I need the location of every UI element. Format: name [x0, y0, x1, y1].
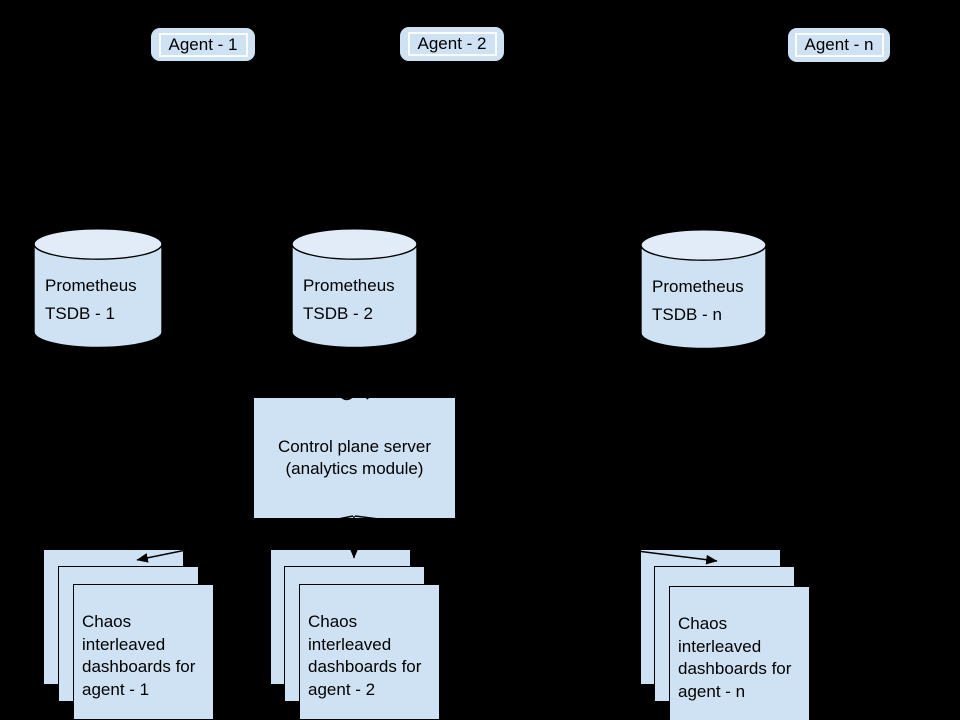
- agent-2-box: Agent - 2: [400, 27, 504, 61]
- tsdb-2-line1: Prometheus: [303, 276, 395, 295]
- tsdb-n-label: Prometheus TSDB - n: [652, 273, 744, 329]
- prometheus-tsdb-1-cylinder: Prometheus TSDB - 1: [33, 228, 163, 349]
- control-plane-line1: Control plane server: [277, 437, 432, 456]
- tsdb-2-label: Prometheus TSDB - 2: [303, 272, 395, 328]
- tsdb-2-line2: TSDB - 2: [303, 304, 373, 323]
- cylinder-shape: [640, 229, 767, 350]
- dashboard-n-label: Chaos interleaved dashboards for agent -…: [678, 614, 792, 701]
- tsdb-1-line1: Prometheus: [45, 276, 137, 295]
- dashboard-2-label: Chaos interleaved dashboards for agent -…: [308, 612, 422, 699]
- tsdb-1-line2: TSDB - 1: [45, 304, 115, 323]
- control-plane-line2: (analytics module): [285, 459, 424, 478]
- control-plane-box: Control plane server (analytics module): [254, 398, 455, 518]
- cylinder-shape: [291, 228, 418, 349]
- dashboard-1-label: Chaos interleaved dashboards for agent -…: [82, 612, 196, 699]
- agent-2-label: Agent - 2: [407, 32, 497, 56]
- tsdb-1-label: Prometheus TSDB - 1: [45, 272, 137, 328]
- agent-n-label: Agent - n: [794, 33, 884, 57]
- agent-1-box: Agent - 1: [151, 28, 255, 61]
- prometheus-tsdb-2-cylinder: Prometheus TSDB - 2: [291, 228, 418, 349]
- agent-n-box: Agent - n: [788, 28, 890, 62]
- stack-n-sheet-front: Chaos interleaved dashboards for agent -…: [669, 586, 810, 720]
- stack-1-sheet-front: Chaos interleaved dashboards for agent -…: [73, 584, 214, 720]
- stack-2-sheet-front: Chaos interleaved dashboards for agent -…: [299, 584, 440, 720]
- cylinder-shape: [33, 228, 163, 349]
- agent-1-label: Agent - 1: [158, 32, 248, 57]
- tsdb-n-line1: Prometheus: [652, 277, 744, 296]
- tsdb-n-line2: TSDB - n: [652, 305, 722, 324]
- prometheus-tsdb-n-cylinder: Prometheus TSDB - n: [640, 229, 767, 350]
